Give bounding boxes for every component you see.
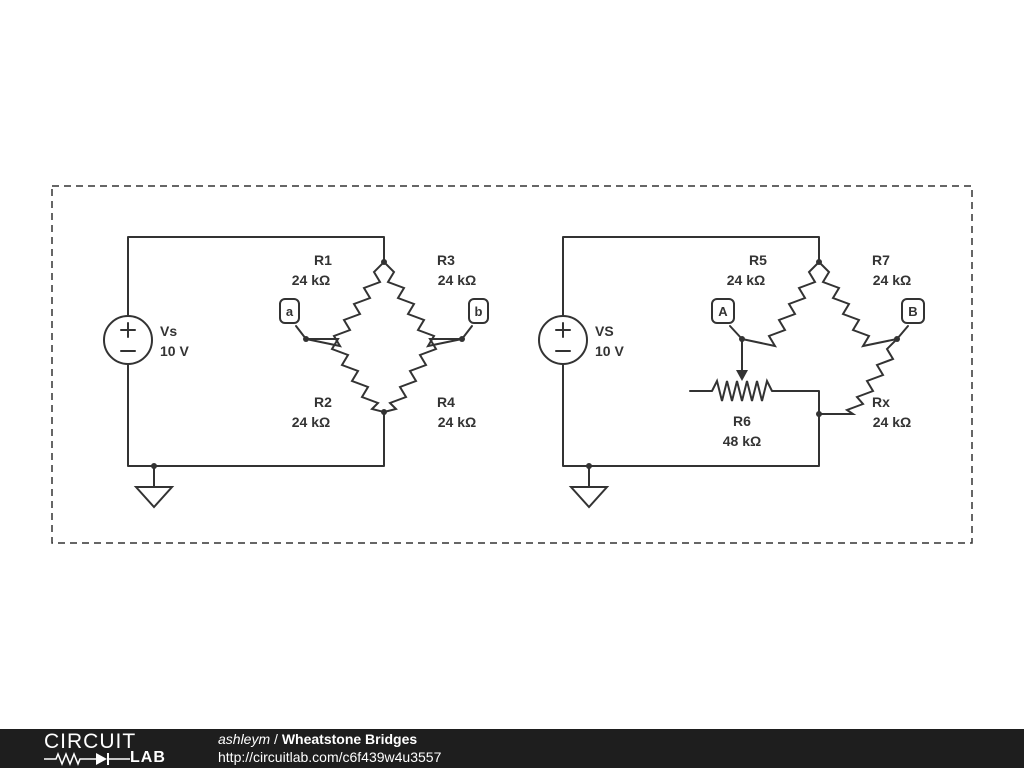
vs2-value-label: 10 V — [595, 343, 624, 359]
wire-top-left — [127, 236, 385, 319]
footer-bar: CIRCUIT LAB ashleym / Wheatstone Bridges… — [0, 729, 1024, 768]
r4-name-label: R4 — [437, 394, 455, 410]
resistor-r7[interactable] — [818, 261, 898, 348]
r7-value-label: 24 kΩ — [873, 272, 911, 288]
probe-a-label: a — [286, 304, 294, 319]
probe-A-label: A — [718, 304, 728, 319]
wire-r6-right — [771, 390, 820, 415]
wire-bottom-left-2 — [562, 362, 820, 467]
rx-name-label: Rx — [872, 394, 890, 410]
ground-icon[interactable] — [568, 486, 610, 509]
logo-resistor-diode-icon — [44, 751, 130, 767]
ground-icon[interactable] — [133, 486, 175, 509]
path-separator: / — [270, 731, 282, 747]
circuit-1: Vs 10 V a b R1 24 kΩ R3 24 kΩ R2 — [103, 236, 489, 509]
vs2-name-label: VS — [595, 323, 614, 339]
author-link[interactable]: ashleym — [218, 731, 271, 747]
probe-b-label: b — [475, 304, 483, 319]
r6-name-label: R6 — [733, 413, 751, 429]
resistor-r5[interactable] — [741, 261, 820, 348]
node-bottom — [381, 409, 387, 415]
r2-value-label: 24 kΩ — [292, 414, 330, 430]
probe-B[interactable]: B — [896, 298, 925, 340]
potentiometer-r6[interactable] — [711, 378, 773, 402]
circuit-2: VS 10 V A B R5 24 kΩ R7 24 kΩ R6 — [538, 236, 925, 509]
r4-value-label: 24 kΩ — [438, 414, 476, 430]
voltage-source-vs2[interactable] — [538, 315, 588, 365]
node-top-2 — [816, 259, 822, 265]
vs-name-label: Vs — [160, 323, 177, 339]
selection-box — [51, 185, 973, 544]
r3-name-label: R3 — [437, 252, 455, 268]
r5-name-label: R5 — [749, 252, 767, 268]
probe-A[interactable]: A — [711, 298, 743, 340]
circuit-title: Wheatstone Bridges — [281, 731, 418, 747]
r3-value-label: 24 kΩ — [438, 272, 476, 288]
resistor-r4[interactable] — [383, 338, 462, 413]
vs-value-label: 10 V — [160, 343, 189, 359]
footer-attribution: ashleym / Wheatstone Bridges — [218, 731, 417, 748]
r1-name-label: R1 — [314, 252, 332, 268]
probe-a[interactable]: a — [279, 298, 307, 340]
probe-B-label: B — [908, 304, 917, 319]
logo-wordmark-top: CIRCUIT — [44, 730, 137, 753]
circuitlab-logo[interactable]: CIRCUIT LAB — [44, 731, 174, 767]
wire-top-left-2 — [562, 236, 820, 319]
wiper-arrow — [736, 370, 748, 381]
r1-value-label: 24 kΩ — [292, 272, 330, 288]
r2-name-label: R2 — [314, 394, 332, 410]
r6-value-label: 48 kΩ — [723, 433, 761, 449]
voltage-source-vs[interactable] — [103, 315, 153, 365]
resistor-r3[interactable] — [383, 261, 463, 348]
logo-wordmark-bottom: LAB — [130, 749, 166, 766]
resistor-r2[interactable] — [306, 338, 385, 413]
circuit-url-link[interactable]: http://circuitlab.com/c6f439w4u3557 — [218, 749, 442, 765]
wire-bottom-left — [127, 362, 385, 467]
node-ground-2 — [586, 463, 592, 469]
probe-b[interactable]: b — [461, 298, 489, 340]
node-top — [381, 259, 387, 265]
resistor-r1[interactable] — [305, 261, 385, 348]
rx-value-label: 24 kΩ — [873, 414, 911, 430]
resistor-rx[interactable] — [819, 338, 898, 415]
r5-value-label: 24 kΩ — [727, 272, 765, 288]
r7-name-label: R7 — [872, 252, 890, 268]
node-bottom-2 — [816, 411, 822, 417]
schematic-canvas: Vs 10 V a b R1 24 kΩ R3 24 kΩ R2 — [51, 185, 973, 544]
node-ground — [151, 463, 157, 469]
